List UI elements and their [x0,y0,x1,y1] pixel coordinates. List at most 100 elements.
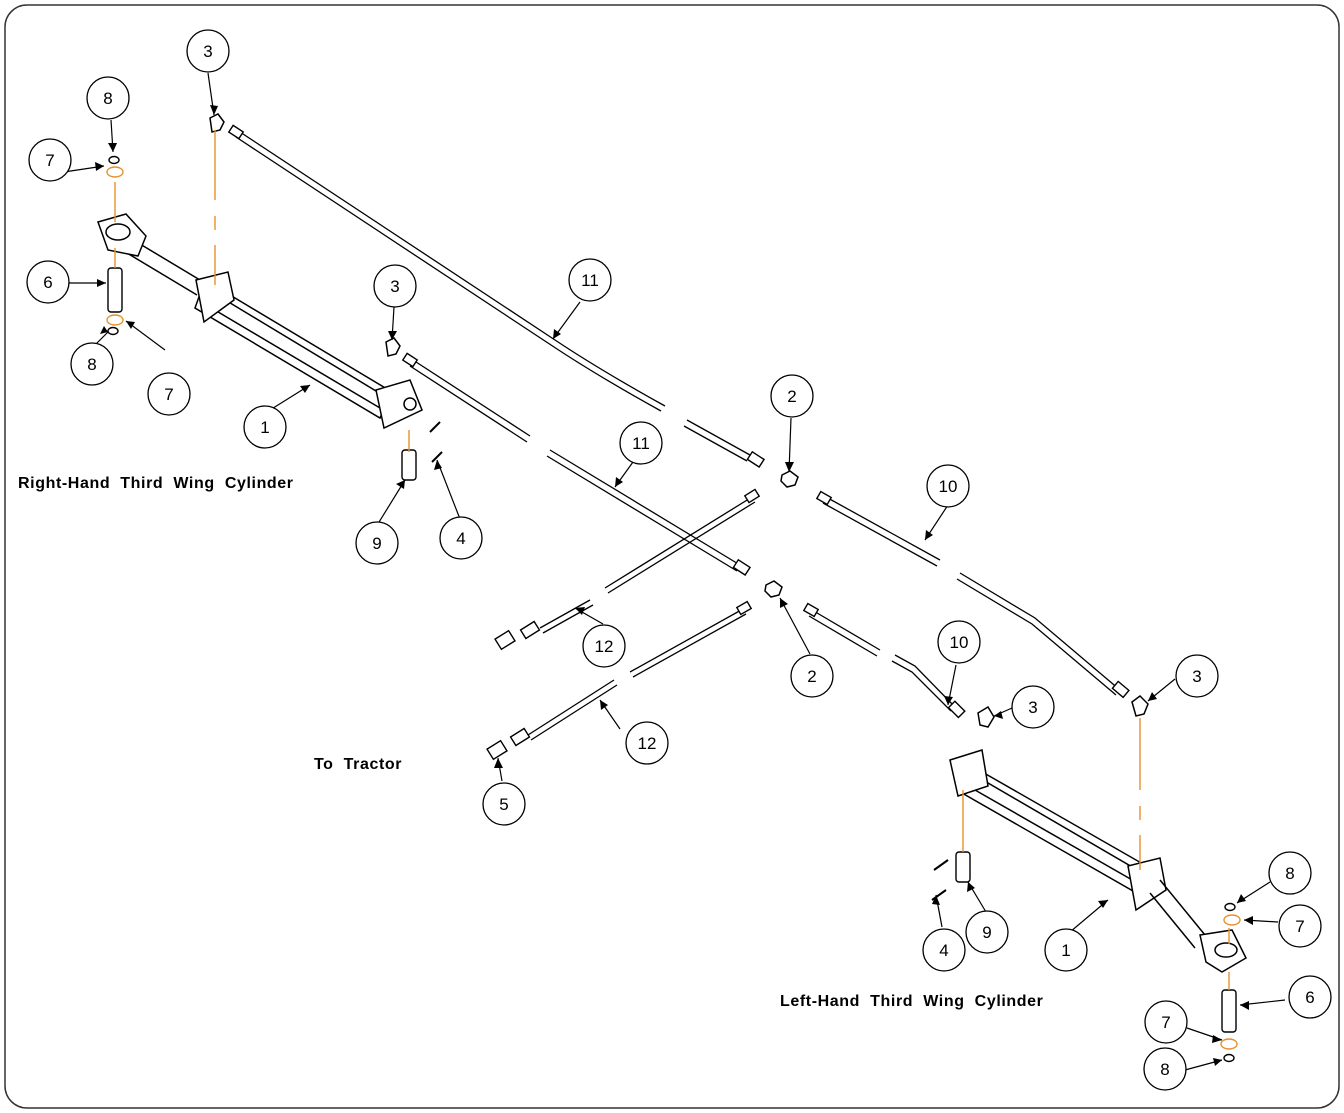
callout-number: 6 [1305,988,1314,1007]
hardware [106,155,1241,1063]
callout-7: 7 [147,372,191,416]
pin-6-left [1221,989,1237,1033]
callout-circle [1288,975,1332,1019]
hose-12-lower [527,608,747,741]
callout-number: 1 [260,418,269,437]
callout-number: 7 [1161,1013,1170,1032]
washer-7-top-left [1223,914,1241,926]
callout-number: 6 [43,273,52,292]
callout-circle [355,521,399,565]
callout-number: 9 [982,923,991,942]
callout-number: 4 [456,529,465,548]
callout-7: 7 [1278,904,1322,948]
callout-number: 7 [45,151,54,170]
callout-number: 4 [939,941,948,960]
hose-10-upper [822,496,1121,696]
hose-10-lower [808,609,956,712]
pin-9-right [401,449,417,481]
to-tractor-label: To Tractor [314,756,402,773]
callout-number: 11 [632,434,650,453]
callout-number: 3 [1192,667,1201,686]
callout-number: 7 [164,385,173,404]
callout-circle [568,258,612,302]
assembly-lines [114,130,1230,990]
callout-11: 11 [568,258,612,302]
callout-number: 3 [1028,698,1037,717]
callout-circle [1175,654,1219,698]
callout-circle [937,620,981,664]
right-hand-cylinder [97,213,423,430]
callout-circle [922,928,966,972]
callout-8: 8 [70,342,114,386]
callout-10: 10 [937,620,981,664]
callout-1: 1 [1044,928,1088,972]
callout-3: 3 [1011,685,1055,729]
callout-4: 4 [439,516,483,560]
elbow-fitting-3d [1131,695,1149,717]
callout-circle [70,342,114,386]
pin-6-right [107,267,123,313]
elbow-fitting-3c [977,705,995,728]
callout-circle [28,138,72,182]
clip-4-left [931,859,949,901]
callout-3: 3 [1175,654,1219,698]
callout-3: 3 [186,29,230,73]
callout-number: 1 [1061,941,1070,960]
callout-3: 3 [373,264,417,308]
callout-2: 2 [770,374,814,418]
callout-8: 8 [1143,1047,1187,1091]
callout-8: 8 [86,76,130,120]
callout-number: 7 [1295,917,1304,936]
hose-fittings [227,124,1130,761]
hose-11-lower [409,359,741,572]
callout-circle [1268,851,1312,895]
callout-7: 7 [28,138,72,182]
callout-circle [86,76,130,120]
pin-9-left [955,851,971,883]
callout-circle [770,374,814,418]
callout-number: 8 [1285,864,1294,883]
callout-11: 11 [619,421,663,465]
callout-number: 5 [499,795,508,814]
callout-5: 5 [482,782,526,826]
callout-number: 12 [638,734,657,753]
elbow-fitting-3a [209,113,225,133]
callout-7: 7 [1144,1000,1188,1044]
hose-12-upper [539,496,756,634]
callout-circle [1278,904,1322,948]
callout-circle [482,782,526,826]
callout-circle [582,624,626,668]
washer-7-bottom-left [1220,1038,1238,1050]
washer-8-bottom-left [1223,1053,1235,1063]
callout-number: 9 [372,534,381,553]
callout-circle [186,29,230,73]
left-cylinder-label: Left-Hand Third Wing Cylinder [780,993,1044,1010]
callout-2: 2 [790,654,834,698]
tee-fitting-2b [764,580,783,598]
callout-6: 6 [1288,975,1332,1019]
callout-1: 1 [243,405,287,449]
callout-circle [373,264,417,308]
callout-number: 8 [103,89,112,108]
callout-number: 8 [1160,1060,1169,1079]
callout-circle [147,372,191,416]
hoses [235,131,1121,741]
right-cylinder-label: Right-Hand Third Wing Cylinder [18,475,294,492]
washer-7-bottom-right [106,314,124,326]
arrowheads [95,105,1253,1066]
callout-circle [790,654,834,698]
callout-12: 12 [625,721,669,765]
callout-4: 4 [922,928,966,972]
callout-number: 10 [950,633,969,652]
callout-number: 3 [390,277,399,296]
tee-fitting-2a [780,470,799,488]
callout-circle [439,516,483,560]
callout-9: 9 [355,521,399,565]
washer-8-top-right [108,155,120,165]
callout-number: 3 [203,42,212,61]
callout-circle [26,260,70,304]
diagram-frame [4,4,1340,1109]
clip-4-right [429,421,443,463]
callout-circle [1144,1000,1188,1044]
